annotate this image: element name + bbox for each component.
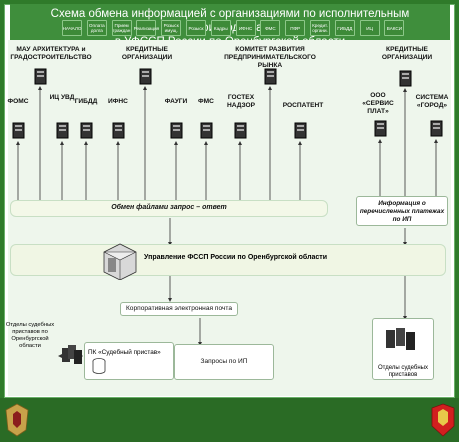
mainframe-server-icon <box>103 243 137 280</box>
server-icon <box>200 122 213 139</box>
server-icon <box>170 122 183 139</box>
footer-nav-button[interactable]: ПФР <box>285 20 306 36</box>
label-fms: ФМС <box>198 98 214 105</box>
footer-nav-button[interactable]: ВАКСИ <box>384 20 405 36</box>
servers-cluster-icon <box>386 328 415 350</box>
footer-nav-button[interactable]: Оплата долга <box>86 20 107 36</box>
label-rospatent: РОСПАТЕНТ <box>282 102 324 109</box>
server-icon <box>234 122 247 139</box>
exchange-band-label: Обмен файлами запрос – ответ <box>111 204 227 211</box>
server-icon <box>399 70 412 87</box>
server-icon <box>139 68 152 85</box>
main-band <box>10 244 446 276</box>
label-departments-right: Отделы судебных приставов <box>378 365 428 378</box>
exchange-band <box>10 200 328 217</box>
label-gostekh: ГОСТЕХ НАДЗОР <box>226 94 256 109</box>
server-icon <box>374 120 387 137</box>
corp-mail-box: Корпоративная электронная почта <box>120 302 238 316</box>
label-foms: ФОМС <box>7 98 29 105</box>
database-icon <box>92 358 106 374</box>
footer-nav-button[interactable]: НАЧАЛО <box>62 20 82 36</box>
coat-of-arms-icon <box>431 403 455 437</box>
footer-nav-button[interactable]: Кадры <box>210 20 231 36</box>
footer-nav-button[interactable]: Реализация <box>134 20 159 36</box>
footer-nav-button[interactable]: Кредит. органи. <box>310 20 330 36</box>
label-mau: МАУ АРХИТЕКТУРА и ГРАДОСТРОИТЕЛЬСТВО <box>10 46 92 61</box>
main-band-label: Управление ФССП России по Оренбургской о… <box>144 254 328 261</box>
label-departments-left: Отделы судебных приставов по Оренбургско… <box>5 322 55 349</box>
server-icon <box>34 68 47 85</box>
label-ifns: ИФНС <box>108 98 128 105</box>
server-icon <box>56 122 69 139</box>
server-icon <box>294 122 307 139</box>
footer-nav-button[interactable]: Розыск имущ. <box>161 20 182 36</box>
emblem-logo-icon <box>5 403 29 437</box>
footer-nav-bar <box>0 398 459 442</box>
footer-nav-button[interactable]: ИЦ <box>359 20 380 36</box>
servers-cluster-icon <box>62 345 82 364</box>
footer-nav-button[interactable]: ГИБДД <box>334 20 355 36</box>
server-icon <box>112 122 125 139</box>
server-icon <box>12 122 25 139</box>
server-icon <box>80 122 93 139</box>
footer-nav-button[interactable]: ИФНС <box>235 20 256 36</box>
info-payments-box: Информация о перечисленных платежах по И… <box>356 196 448 226</box>
label-faugi: ФАУГИ <box>164 98 188 105</box>
footer-nav-button[interactable]: ФМС <box>260 20 281 36</box>
label-komitet: КОМИТЕТ РАЗВИТИЯ ПРЕДПРИНИМАТЕЛЬСКОГО РЫ… <box>224 46 316 69</box>
label-credit-orgs-2: КРЕДИТНЫЕ ОРГАНИЗАЦИИ <box>381 46 433 61</box>
pk-label: ПК «Судебный пристав» <box>88 349 161 356</box>
label-sistema-gorod: СИСТЕМА «ГОРОД» <box>415 94 449 109</box>
label-ooo-servis-plat: ООО «СЕРВИС ПЛАТ» <box>362 92 394 115</box>
server-icon <box>430 120 443 137</box>
label-gibdd: ГИБДД <box>74 98 98 105</box>
server-icon <box>264 68 277 85</box>
requests-box: Запросы по ИП <box>174 344 274 380</box>
footer-nav-button[interactable]: Прием граждан <box>111 20 132 36</box>
label-ic-uvd: ИЦ УВД <box>49 94 75 101</box>
label-credit-orgs-1: КРЕДИТНЫЕ ОРГАНИЗАЦИИ <box>121 46 173 61</box>
footer-nav-button[interactable]: Розыск <box>186 20 206 36</box>
